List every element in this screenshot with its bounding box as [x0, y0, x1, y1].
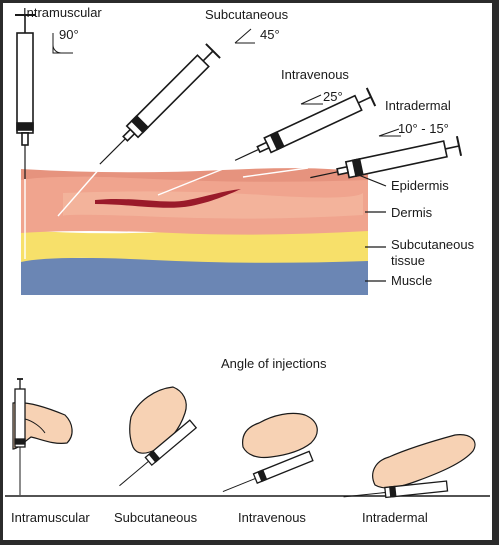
bottom-title: Angle of injections: [221, 356, 327, 371]
label-intramuscular-top: Intramuscular: [23, 5, 102, 20]
label-intradermal-top: Intradermal: [385, 98, 451, 113]
figure-frame: Epidermis Dermis Subcutaneous tissue Mus…: [3, 3, 492, 540]
needle-tracks: [24, 158, 309, 259]
muscle-layer: [21, 258, 368, 295]
angle-value-90: 90°: [59, 27, 79, 42]
label-intramuscular-bottom: Intramuscular: [11, 510, 90, 525]
hand-intramuscular: [12, 378, 73, 495]
label-subcutaneous-bottom: Subcutaneous: [114, 510, 198, 525]
hand-subcutaneous: [119, 386, 198, 487]
label-dermis: Dermis: [391, 205, 433, 220]
syringe-intradermal: [310, 136, 463, 179]
angle-icon-10-15: [378, 128, 401, 137]
angle-value-25: 25°: [323, 89, 343, 104]
angle-icon-90: [52, 33, 73, 54]
angle-icon-25: [300, 94, 323, 105]
label-epidermis: Epidermis: [391, 178, 449, 193]
label-muscle: Muscle: [391, 273, 432, 288]
layer-leaders: [355, 173, 387, 282]
skin-cross-section: [21, 168, 368, 295]
angle-value-45: 45°: [260, 27, 280, 42]
hand-intradermal: [343, 434, 476, 499]
label-intravenous-bottom: Intravenous: [238, 510, 306, 525]
label-subcutaneous-top: Subcutaneous: [205, 7, 289, 22]
injection-diagram: Epidermis Dermis Subcutaneous tissue Mus…: [5, 5, 490, 525]
subcutaneous-layer: [21, 227, 368, 263]
angle-icon-45: [234, 28, 255, 44]
syringe-intramuscular: [15, 14, 35, 179]
hand-intravenous: [222, 412, 318, 493]
label-subcutaneous-tissue-1: Subcutaneous: [391, 237, 475, 252]
label-subcutaneous-tissue-2: tissue: [391, 253, 425, 268]
dermis-highlight: [63, 191, 363, 219]
label-intradermal-bottom: Intradermal: [362, 510, 428, 525]
angle-value-10-15: 10° - 15°: [398, 121, 449, 136]
vein: [95, 189, 241, 208]
syringe-subcutaneous: [99, 43, 221, 165]
label-intravenous-top: Intravenous: [281, 67, 349, 82]
syringe-intravenous: [234, 87, 377, 161]
